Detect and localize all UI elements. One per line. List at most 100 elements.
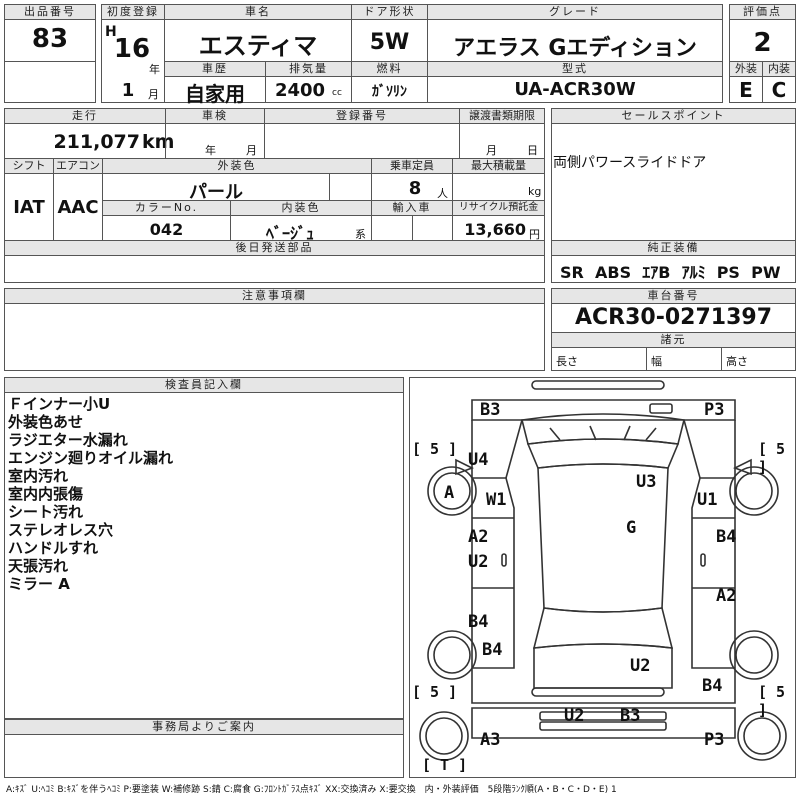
door: 5W [369,30,410,55]
tire-rear-right: [ 5 ] [758,683,786,719]
model-cell [427,76,723,103]
load-unit: kg [528,185,542,198]
tire-rear-left: [ 5 ] [412,683,458,701]
damage-mark: A2 [468,527,489,547]
interior-color-label: 内装色 [230,200,372,216]
capacity-unit: 人 [437,187,448,200]
later-parts-cell [4,255,545,283]
interior-color: ﾍﾞｰｼﾞｭ [265,224,314,243]
equipment-items: SR ABS ｴｱB ｱﾙﾐ PS PW [560,263,781,282]
score-label: 評価点 [729,4,796,20]
office-label: 事務局よりご案内 [4,719,404,735]
inspector-line: Ｆインナー小U [8,395,111,413]
damage-mark: B4 [716,527,737,547]
inspector-line: ステレオレス穴 [8,521,114,539]
inspector-line: ラジエター水漏れ [8,431,128,449]
color-no-label: カラーNo. [102,200,231,216]
color-no: 042 [149,220,184,239]
recycle-unit: 円 [529,228,540,241]
damage-mark: A [444,483,455,503]
score: 2 [753,28,772,58]
grade: アエラス Gエディション [453,36,697,61]
displacement: 2400 [274,80,326,101]
notes-label: 注意事項欄 [4,288,545,304]
spec-length: 長さ [556,355,578,368]
first-reg-month: 1 [121,80,135,101]
reg-no-cell [264,123,460,159]
sales-cell [551,123,796,241]
damage-mark: A3 [480,730,501,750]
spec-height-cell [721,347,796,371]
spec-height: 高さ [726,355,748,368]
inspector-line: 天張汚れ [8,557,69,575]
first-reg-label: 初度登録 [101,4,165,20]
inspection-year-unit: 年 [205,144,216,157]
interior-grade: C [771,78,787,102]
fuel-label: 燃料 [351,61,428,77]
exterior-grade: E [739,78,753,102]
interior-label: 内装 [762,61,796,77]
lot-no-label: 出品番号 [4,4,96,20]
import-label: 輸入車 [371,200,453,216]
damage-mark: B3 [480,400,501,420]
notes-cell [4,303,545,371]
spec-width: 幅 [651,355,662,368]
displacement-label: 排気量 [265,61,352,77]
damage-mark: B3 [620,706,641,726]
shift-label: シフト [4,158,54,174]
car-name-label: 車名 [164,4,352,20]
inspector-line: 室内内張傷 [8,485,84,503]
spare-tire: [ T ] [422,756,468,774]
capacity: 8 [408,178,422,199]
later-parts-label: 後日発送部品 [4,240,545,256]
mileage: 211,077 [53,131,140,153]
inspector-line: 室内汚れ [8,467,69,485]
mileage-unit: km [142,131,175,153]
transfer-month: 月 [486,144,497,157]
interior-cell [762,76,796,103]
car-diagram: [ 5 ] [ 5 ] [ 5 ] [ 5 ] [ T ] B3 P3 U4 U… [409,377,796,778]
inspection-label: 車検 [165,108,265,124]
damage-mark: U3 [636,472,657,492]
inspector-lines: Ｆインナー小U 外装色あせ ラジエター水漏れ エンジン廻りオイル漏れ 室内汚れ … [8,395,173,593]
car-name: エスティマ [198,32,318,60]
damage-mark: G [626,518,637,538]
mileage-label: 走行 [4,108,166,124]
damage-mark: B4 [702,676,723,696]
damage-mark: W1 [486,490,507,510]
specs-label: 諸元 [551,332,796,348]
inspection-month-unit: 月 [246,144,257,157]
inspector-line: 外装色あせ [8,413,84,431]
era: H [105,24,117,40]
inspector-line: ミラー A [8,575,70,593]
door-label: ドア形状 [351,4,428,20]
history-label: 車歴 [164,61,266,77]
inspector-line: シート汚れ [8,503,84,521]
color-cell-2 [329,173,372,201]
lot-no: 83 [31,24,69,54]
tire-front-left: [ 5 ] [412,440,458,458]
damage-mark: U1 [697,490,718,510]
inspector-line: ハンドルすれ [8,539,99,557]
damage-mark: U4 [468,450,489,470]
capacity-label: 乗車定員 [371,158,453,174]
damage-mark: P3 [704,730,725,750]
tire-front-right: [ 5 ] [758,440,786,476]
lot-no-divider [4,61,96,62]
load-label: 最大積載量 [452,158,545,174]
history: 自家用 [185,82,245,106]
legend: A:ｷｽﾞ U:ﾍｺﾐ B:ｷｽﾞを伴うﾍｺﾐ P:要塗装 W:補修跡 S:錆 … [6,785,617,795]
exterior-label: 外装 [729,61,763,77]
recycle: 13,660 [464,220,526,239]
inspector-label: 検査員記入欄 [4,377,404,393]
car-outline [419,380,787,761]
recycle-label: リサイクル預託金 [452,200,545,216]
equipment-label: 純正装備 [551,240,796,256]
shift: IAT [13,197,45,218]
damage-mark: P3 [704,400,725,420]
import-cell-2 [412,215,453,241]
ac: AAC [57,197,99,218]
damage-mark: A2 [716,586,737,606]
inspector-cell [4,392,404,719]
inspector-line: エンジン廻りオイル漏れ [8,449,174,467]
